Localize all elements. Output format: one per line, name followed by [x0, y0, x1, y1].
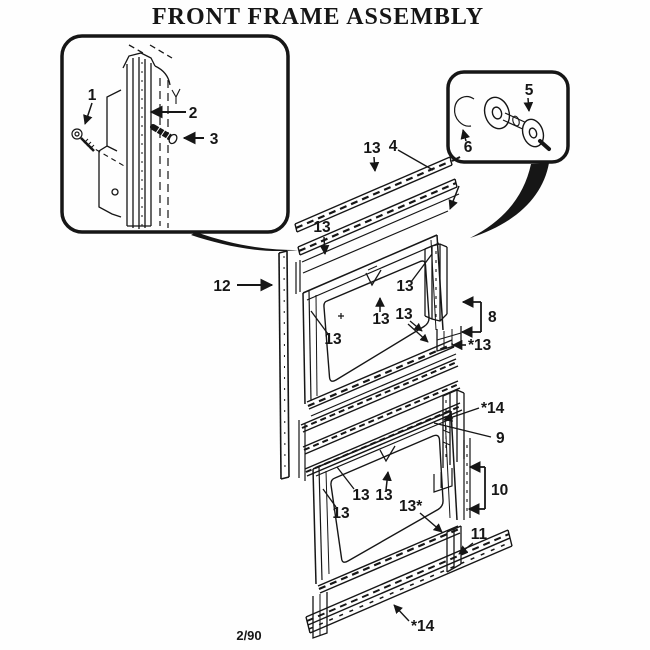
callout-2: 2 [189, 105, 198, 122]
callout-1: 1 [88, 87, 97, 104]
callout-13-upper-right: 13 [396, 278, 414, 295]
callout-13-star-pre: *13 [468, 337, 492, 354]
callout-6: 6 [464, 139, 473, 156]
top-rail-part-4 [294, 156, 461, 233]
roller-detail-inset: 5 6 [446, 70, 570, 164]
channel-part-drawing [87, 44, 181, 229]
callout-13-lower-clip: 13 [375, 487, 393, 504]
revision-date: 2/90 [236, 628, 261, 643]
side-strip-part-12 [278, 250, 290, 480]
callout-13-top-rail: 13 [363, 140, 381, 157]
callout-4: 4 [389, 138, 398, 155]
callout-11: 11 [471, 526, 488, 543]
callout-5: 5 [525, 82, 534, 99]
right-channel-part-8 [424, 243, 462, 352]
callout-13-upper-left: 13 [324, 331, 342, 348]
roller-parts-drawing [454, 96, 551, 151]
bottom-rail-part-14 [305, 529, 513, 634]
right-inset-pointer-swoosh [470, 163, 549, 238]
callout-12: 12 [213, 278, 230, 295]
roller-location-arrow [448, 185, 460, 210]
callout-13-lower-rail: 13 [352, 487, 370, 504]
callout-14-star-bottom: *14 [411, 618, 435, 635]
diagram-title: FRONT FRAME ASSEMBLY [152, 4, 484, 30]
screw-part-3-drawing [150, 124, 178, 145]
callout-8-bracket: 8 [460, 296, 497, 338]
callout-13-star-post: 13* [399, 498, 423, 515]
callout-10-bracket: 10 [467, 461, 508, 515]
callout-10: 10 [491, 482, 508, 499]
callout-9: 9 [496, 430, 505, 447]
callout-3: 3 [210, 131, 219, 148]
fastener-detail-inset: 1 2 3 [60, 34, 290, 234]
callout-14-star-mid: *14 [481, 400, 505, 417]
middle-rails [298, 358, 465, 481]
callout-13-upper-center: 13 [372, 311, 390, 328]
callout-13-sill-clip: 13 [395, 306, 413, 323]
callout-13-cross-rail: 13 [313, 219, 331, 236]
left-inset-pointer-swoosh [191, 232, 298, 252]
upper-door-frame [302, 234, 457, 417]
screw-part-1-drawing [71, 128, 95, 152]
callout-8: 8 [488, 309, 497, 326]
callout-13-lower-left: 13 [332, 505, 350, 522]
